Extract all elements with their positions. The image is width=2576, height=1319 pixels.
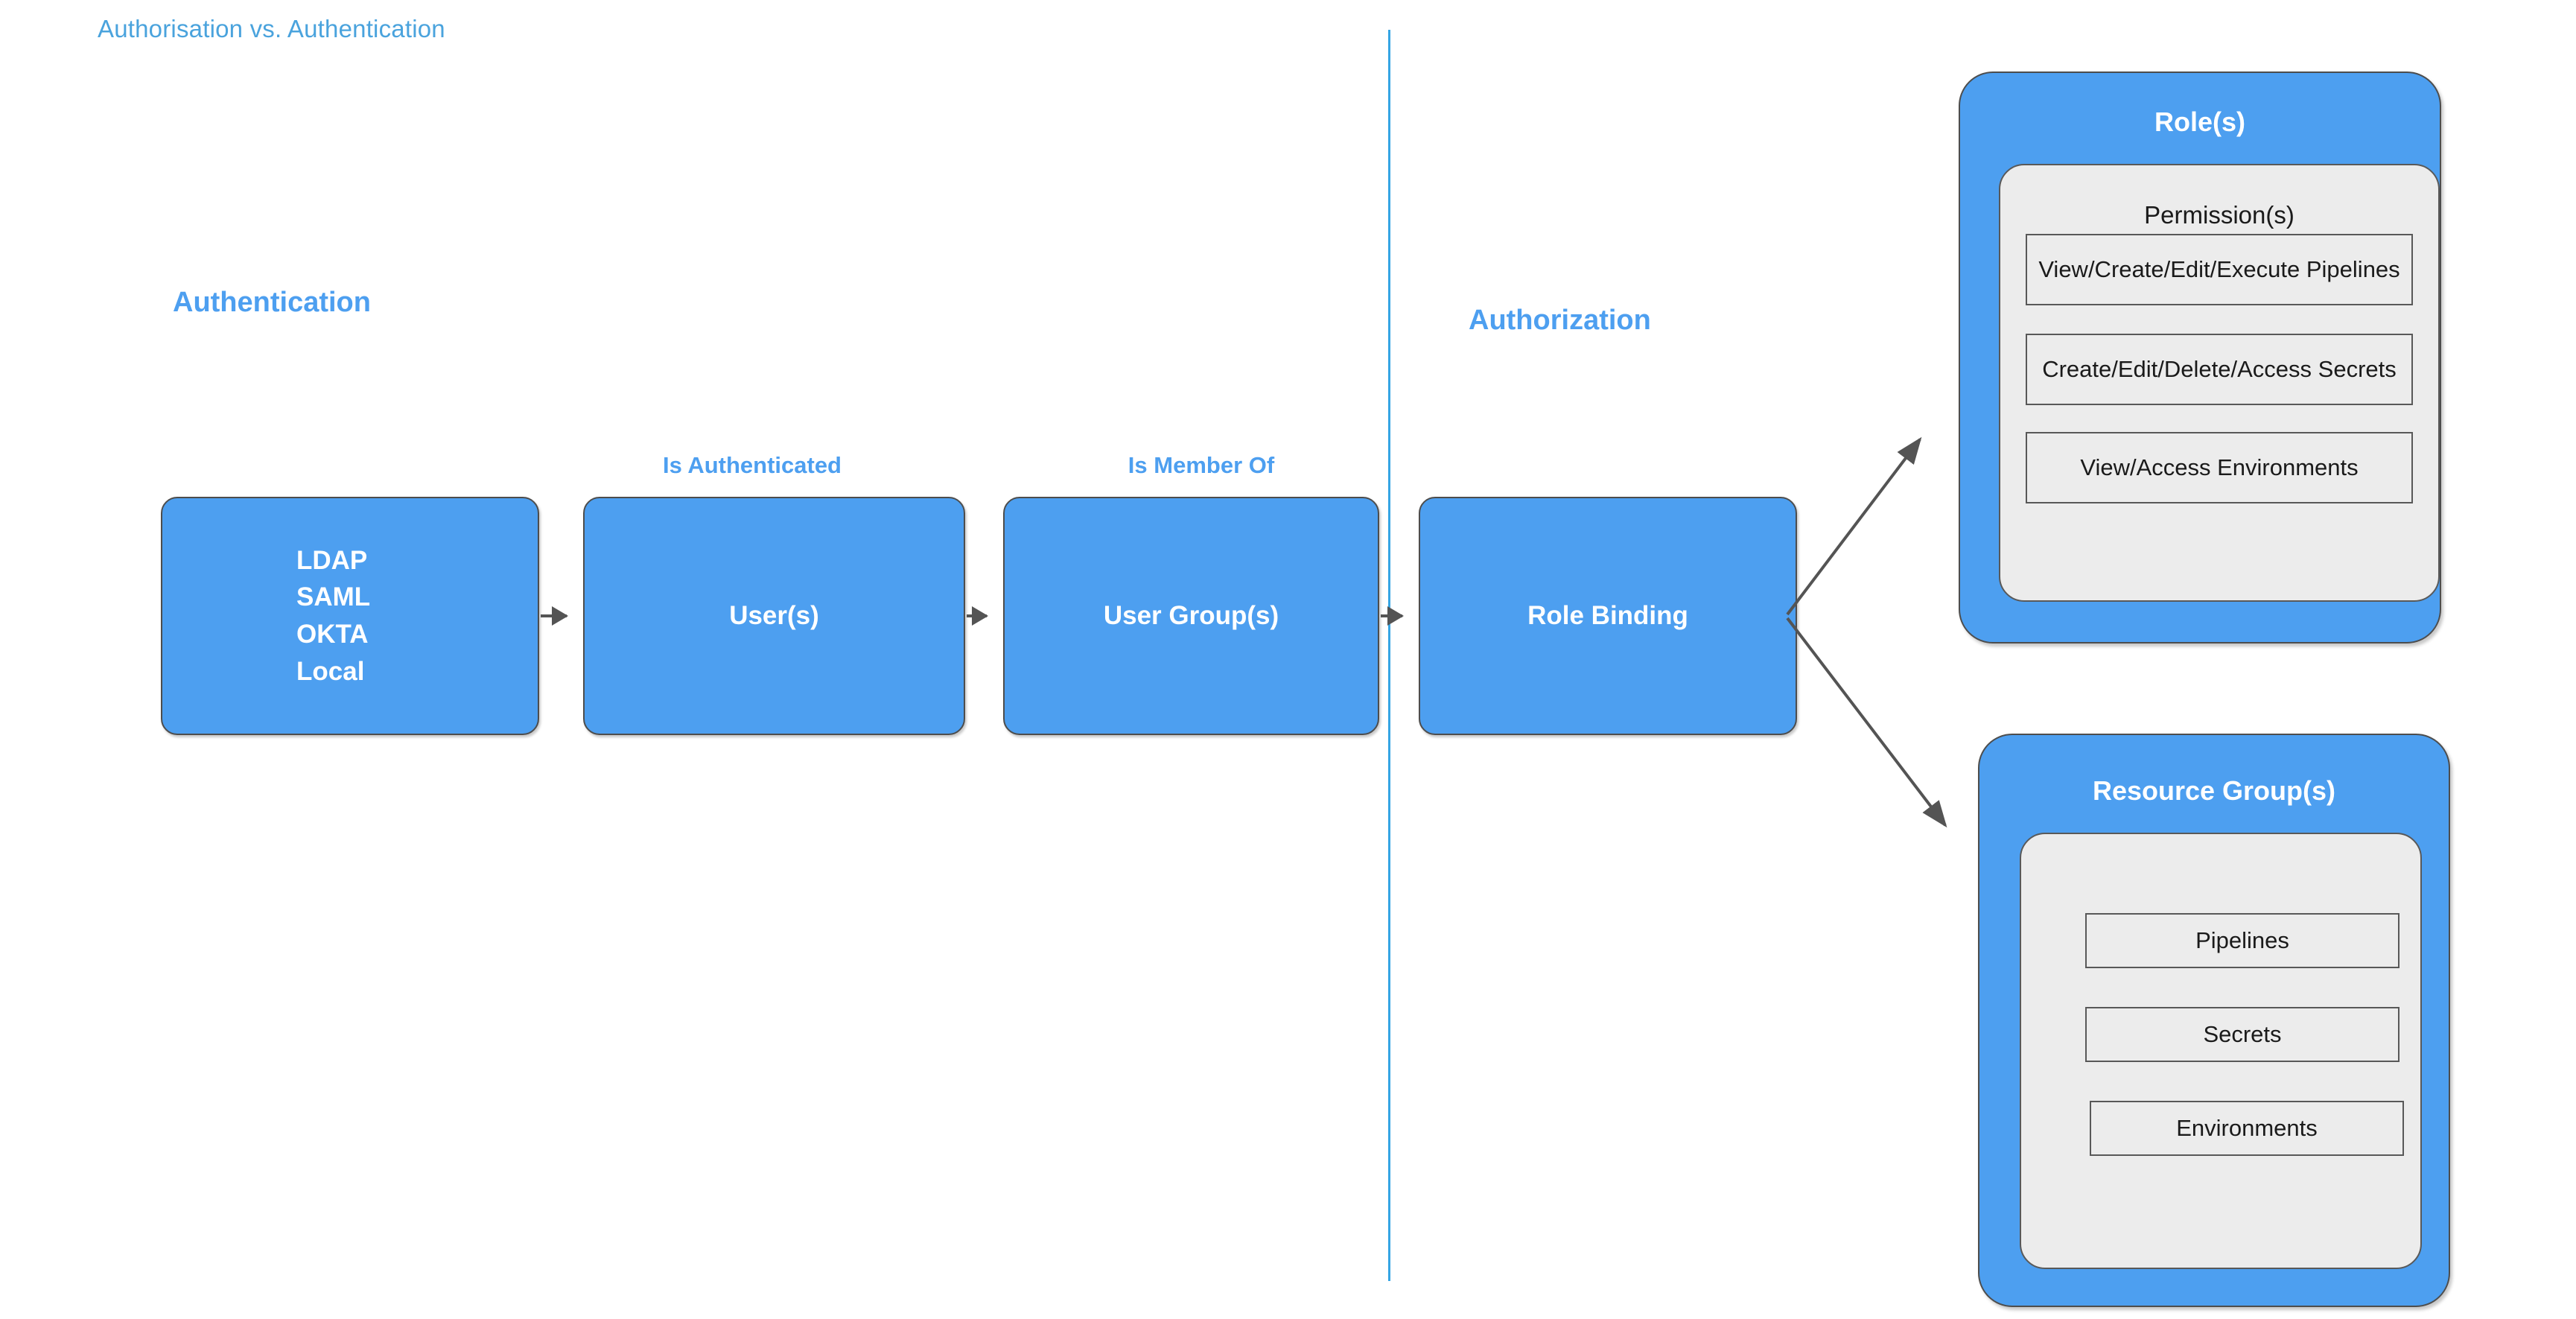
permissions-panel: Permission(s) View/Create/Edit/Execute P… bbox=[1999, 164, 2440, 602]
page-title: Authorisation vs. Authentication bbox=[98, 15, 445, 42]
authorization-section-heading: Authorization bbox=[1469, 305, 1651, 336]
permission-item-secrets[interactable]: Create/Edit/Delete/Access Secrets bbox=[2026, 334, 2413, 405]
arrow-role-binding-to-roles bbox=[1786, 436, 1922, 616]
resource-groups-card-title: Resource Group(s) bbox=[2092, 775, 2336, 806]
arrow-role-binding-to-resource-groups bbox=[1786, 617, 1947, 828]
identity-provider-local: Local bbox=[296, 656, 365, 686]
section-divider-line bbox=[1388, 30, 1390, 1281]
arrow-user-groups-to-role-binding bbox=[1381, 606, 1404, 626]
permission-item-pipelines[interactable]: View/Create/Edit/Execute Pipelines bbox=[2026, 234, 2413, 305]
flow-node-user-groups[interactable]: User Group(s) bbox=[1003, 497, 1379, 735]
arrow-users-to-user-groups bbox=[967, 606, 988, 626]
permission-item-environments[interactable]: View/Access Environments bbox=[2026, 432, 2413, 503]
flow-node-identity-providers[interactable]: LDAP SAML OKTA Local bbox=[161, 497, 539, 735]
resources-panel: Pipelines Secrets Environments bbox=[2020, 833, 2422, 1269]
resource-item-pipelines[interactable]: Pipelines bbox=[2085, 913, 2400, 968]
identity-provider-ldap: LDAP bbox=[296, 545, 368, 575]
flow-node-role-binding[interactable]: Role Binding bbox=[1419, 497, 1797, 735]
arrow-idp-to-users bbox=[541, 606, 568, 626]
role-binding-branch-arrows bbox=[1786, 436, 1947, 828]
flow-node-role-binding-label: Role Binding bbox=[1527, 601, 1688, 630]
flow-node-users[interactable]: User(s) bbox=[583, 497, 965, 735]
identity-provider-list: LDAP SAML OKTA Local bbox=[296, 542, 370, 690]
authentication-section-heading: Authentication bbox=[173, 287, 371, 318]
identity-provider-okta: OKTA bbox=[296, 620, 369, 649]
identity-provider-saml: SAML bbox=[296, 582, 371, 612]
edge-label-is-authenticated: Is Authenticated bbox=[663, 452, 842, 478]
flow-node-users-label: User(s) bbox=[729, 601, 819, 630]
flow-node-user-groups-label: User Group(s) bbox=[1103, 601, 1279, 630]
resource-item-environments[interactable]: Environments bbox=[2090, 1101, 2404, 1156]
roles-card-title: Role(s) bbox=[2154, 107, 2245, 137]
roles-card[interactable]: Role(s) Permission(s) View/Create/Edit/E… bbox=[1959, 71, 2441, 643]
permissions-panel-heading: Permission(s) bbox=[2144, 201, 2294, 229]
resource-item-secrets[interactable]: Secrets bbox=[2085, 1007, 2400, 1062]
edge-label-is-member-of: Is Member Of bbox=[1128, 452, 1275, 478]
resource-groups-card[interactable]: Resource Group(s) Pipelines Secrets Envi… bbox=[1978, 734, 2450, 1307]
